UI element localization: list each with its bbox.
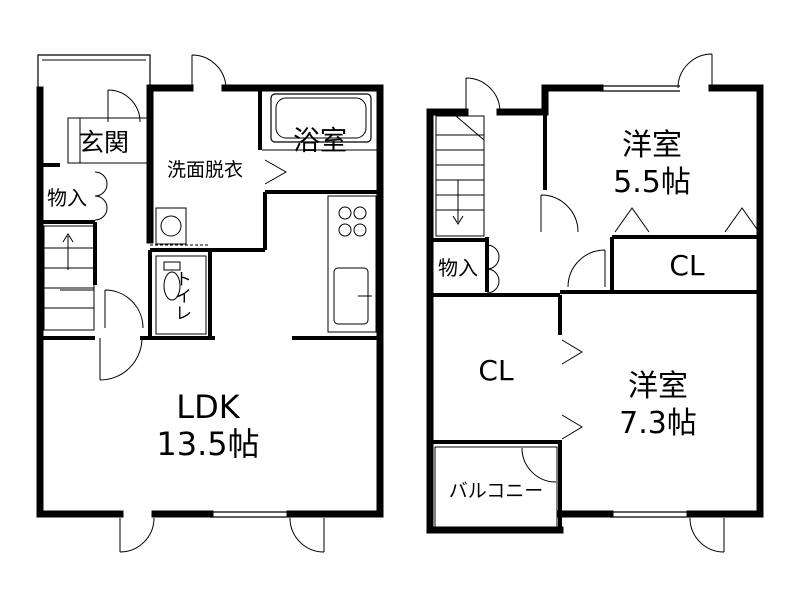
- ldk-door-right: [289, 517, 325, 553]
- 2f-outer-walls: [426, 84, 764, 534]
- stairs-1f: [43, 225, 95, 331]
- cl-b-door: [561, 339, 583, 440]
- storage-1f-door: [94, 171, 108, 221]
- room-labels: 玄関 物入 洗面脱衣 浴室 トイレ LDK 13.5帖 物入 洋室 5.5帖 C…: [47, 126, 705, 502]
- washroom-ext-door: [191, 54, 227, 89]
- label-balcony: バルコニー: [449, 480, 544, 502]
- yoshitsu-b-ext-door: [689, 517, 725, 553]
- 1f-outer-walls: [36, 84, 384, 518]
- label-ldk-name: LDK: [176, 388, 240, 426]
- balcony-outline: [434, 446, 558, 528]
- kitchen-counter: [327, 195, 377, 333]
- label-ldk-size: 13.5帖: [156, 425, 259, 463]
- cl-a-doors: [614, 207, 760, 233]
- storage-2f-door: [486, 244, 500, 294]
- stairs-2f: [435, 115, 485, 237]
- bath-door: [264, 159, 288, 185]
- wash-basin-bowl: [160, 215, 182, 237]
- wash-basin: [155, 207, 187, 245]
- label-yoshitsu-b-size: 7.3帖: [619, 406, 697, 441]
- label-yokushitsu: 浴室: [293, 126, 347, 157]
- label-yoshitsu-b-name: 洋室: [628, 369, 688, 404]
- label-toilet: トイレ: [171, 270, 191, 321]
- label-senmen: 洗面脱衣: [167, 159, 243, 181]
- yoshitsu-b-door: [567, 249, 606, 288]
- label-monoire-1f: 物入: [47, 186, 87, 210]
- entrance-canopy: [37, 54, 151, 88]
- stair-top-door: [465, 77, 501, 113]
- 2f-bottom-window: [610, 511, 690, 518]
- entrance-door: [107, 89, 141, 123]
- yoshitsu-a-ext-door: [677, 53, 713, 89]
- bathtub: [270, 93, 372, 143]
- balcony-door: [521, 447, 557, 483]
- first-floor: [36, 54, 384, 553]
- 2f-interior-walls: [430, 112, 760, 530]
- toilet-fixture: [155, 255, 207, 335]
- 2f-top-window: [600, 85, 680, 92]
- label-cl-a: CL: [669, 249, 705, 282]
- yoshitsu-a-door: [540, 194, 579, 233]
- second-floor: [426, 53, 764, 553]
- label-genkan: 玄関: [79, 128, 129, 157]
- label-monoire-2f: 物入: [438, 256, 478, 280]
- label-yoshitsu-a-size: 5.5帖: [613, 165, 691, 200]
- bathtub-inner: [275, 97, 367, 139]
- ldk-door: [99, 337, 143, 381]
- 1f-interior-walls: [40, 88, 380, 340]
- ldk-window: [210, 511, 290, 518]
- label-cl-b: CL: [478, 354, 514, 387]
- ldk-door-left: [119, 517, 155, 553]
- hall-door: [104, 289, 144, 329]
- label-yoshitsu-a-name: 洋室: [622, 128, 682, 163]
